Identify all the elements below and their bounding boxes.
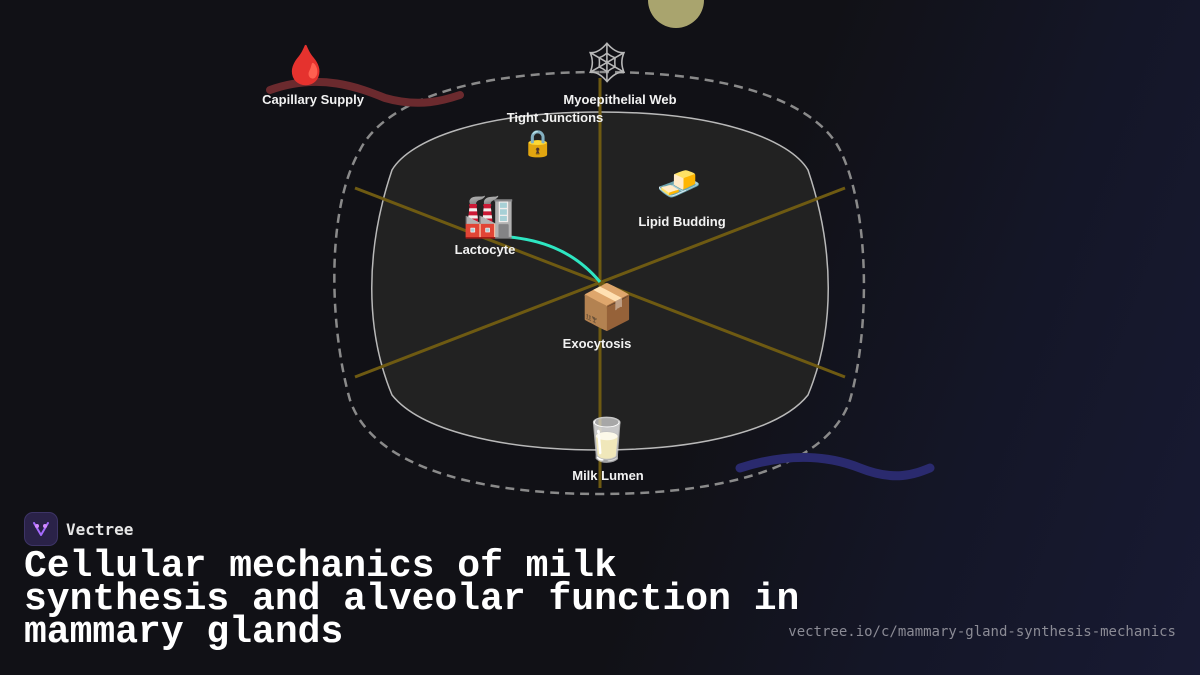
flow-arrow xyxy=(487,234,602,283)
spoke-diagonal-up xyxy=(354,186,846,379)
butter-icon: 🧈 xyxy=(657,164,702,205)
capillary-ribbon xyxy=(266,77,464,107)
milk-glass-icon: 🥛 xyxy=(581,415,633,464)
node-lipid-budding: 🧈 Lipid Budding xyxy=(638,164,725,229)
brand[interactable]: Vectree xyxy=(24,512,133,546)
node-lactocyte: 🏭 Lactocyte xyxy=(455,191,516,257)
node-label-lactocyte: Lactocyte xyxy=(455,242,516,257)
node-label-lipid-budding: Lipid Budding xyxy=(638,214,725,229)
page-title: Cellular mechanics of milk synthesis and… xyxy=(24,545,800,654)
node-label-capillary-supply: Capillary Supply xyxy=(262,92,365,107)
factory-icon: 🏭 xyxy=(463,191,515,240)
outer-dashed-boundary xyxy=(333,70,866,496)
node-label-milk-lumen: Milk Lumen xyxy=(572,468,644,483)
package-icon: 📦 xyxy=(580,282,635,333)
node-exocytosis: 📦 Exocytosis xyxy=(563,282,635,351)
page-url[interactable]: vectree.io/c/mammary-gland-synthesis-mec… xyxy=(788,624,1176,640)
node-myoepithelial-web: 🕸 Myoepithelial Web xyxy=(563,40,676,107)
node-label-tight-junctions: Tight Junctions xyxy=(507,110,604,125)
blood-drop-icon: 🩸 xyxy=(282,43,329,87)
node-tight-junctions: Tight Junctions 🔒 xyxy=(507,110,604,159)
lock-icon: 🔒 xyxy=(522,129,554,159)
moon-shape xyxy=(648,0,704,28)
node-label-exocytosis: Exocytosis xyxy=(563,336,632,351)
web-icon: 🕸 xyxy=(582,40,633,86)
lumen-ribbon xyxy=(735,453,935,481)
node-label-myoepithelial-web: Myoepithelial Web xyxy=(563,92,676,107)
node-milk-lumen: 🥛 Milk Lumen xyxy=(572,415,644,483)
node-capillary-supply: 🩸 Capillary Supply xyxy=(262,43,365,107)
brand-name: Vectree xyxy=(66,519,134,539)
vectree-logo-icon xyxy=(24,512,58,546)
